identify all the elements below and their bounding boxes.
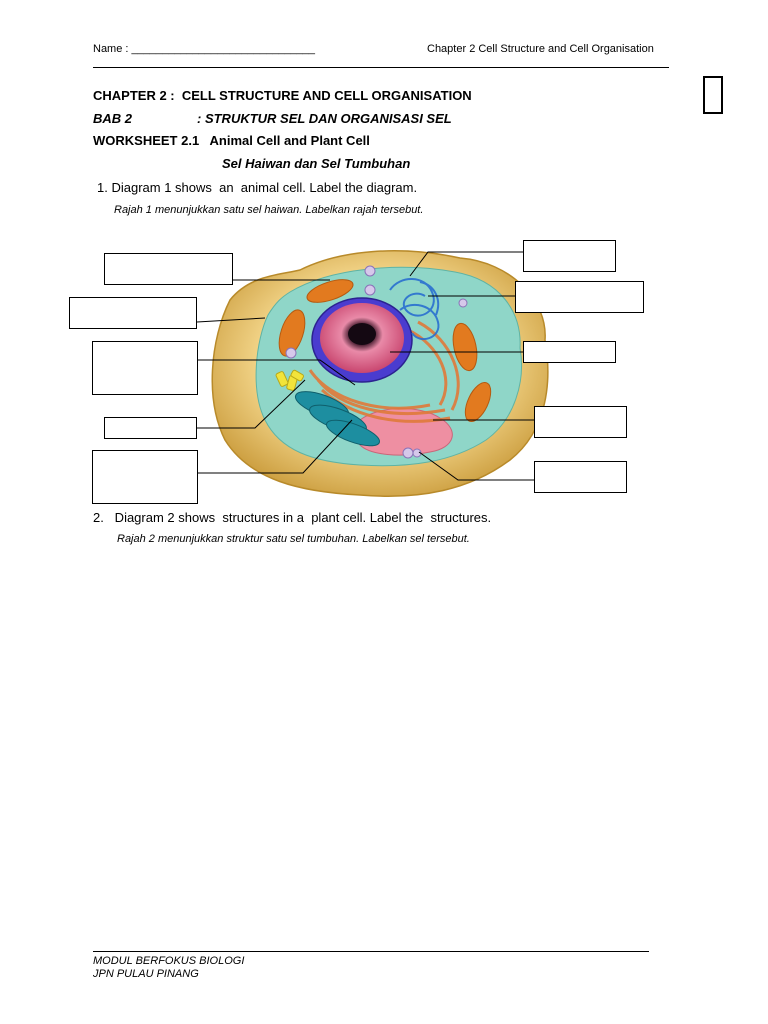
label-box-8[interactable]	[523, 341, 616, 363]
chapter-reference: Chapter 2 Cell Structure and Cell Organi…	[427, 43, 654, 55]
footer-rule	[93, 951, 649, 952]
label-box-3[interactable]	[92, 341, 198, 395]
label-box-6[interactable]	[523, 240, 616, 272]
nucleolus	[348, 323, 376, 345]
golgi-apparatus	[294, 391, 380, 447]
cytoskeleton	[389, 278, 440, 341]
leader-lines	[196, 251, 534, 481]
name-field-label: Name : ______________________________	[93, 43, 316, 55]
footer-line-1: MODUL BERFOKUS BIOLOGI	[93, 955, 245, 967]
header-rule	[93, 67, 669, 68]
margin-box	[703, 76, 723, 114]
question-2-translation: Rajah 2 menunjukkan struktur satu sel tu…	[117, 533, 470, 545]
label-box-9[interactable]	[534, 406, 627, 438]
footer-line-2: JPN PULAU PINANG	[93, 968, 199, 980]
worksheet-title: WORKSHEET 2.1 Animal Cell and Plant Cell	[93, 133, 370, 148]
worksheet-title-malay: Sel Haiwan dan Sel Tumbuhan	[222, 156, 411, 171]
question-1-text: 1. Diagram 1 shows an animal cell. Label…	[97, 180, 418, 195]
label-box-1[interactable]	[104, 253, 233, 285]
chapter-title: CHAPTER 2 : CELL STRUCTURE AND CELL ORGA…	[93, 88, 472, 103]
question-2-text: 2. Diagram 2 shows structures in a plant…	[93, 510, 492, 525]
bab-title: : STRUKTUR SEL DAN ORGANISASI SEL	[197, 111, 452, 126]
label-box-5[interactable]	[92, 450, 198, 504]
rough-er	[308, 320, 460, 423]
mitochondrion	[278, 279, 492, 422]
vesicle	[285, 265, 468, 459]
label-box-10[interactable]	[534, 461, 627, 493]
question-1-translation: Rajah 1 menunjukkan satu sel haiwan. Lab…	[114, 204, 424, 216]
label-box-4[interactable]	[104, 417, 197, 439]
centrosome	[275, 369, 304, 391]
label-box-2[interactable]	[69, 297, 197, 329]
bab-label: BAB 2	[93, 111, 133, 126]
label-box-7[interactable]	[515, 281, 644, 313]
